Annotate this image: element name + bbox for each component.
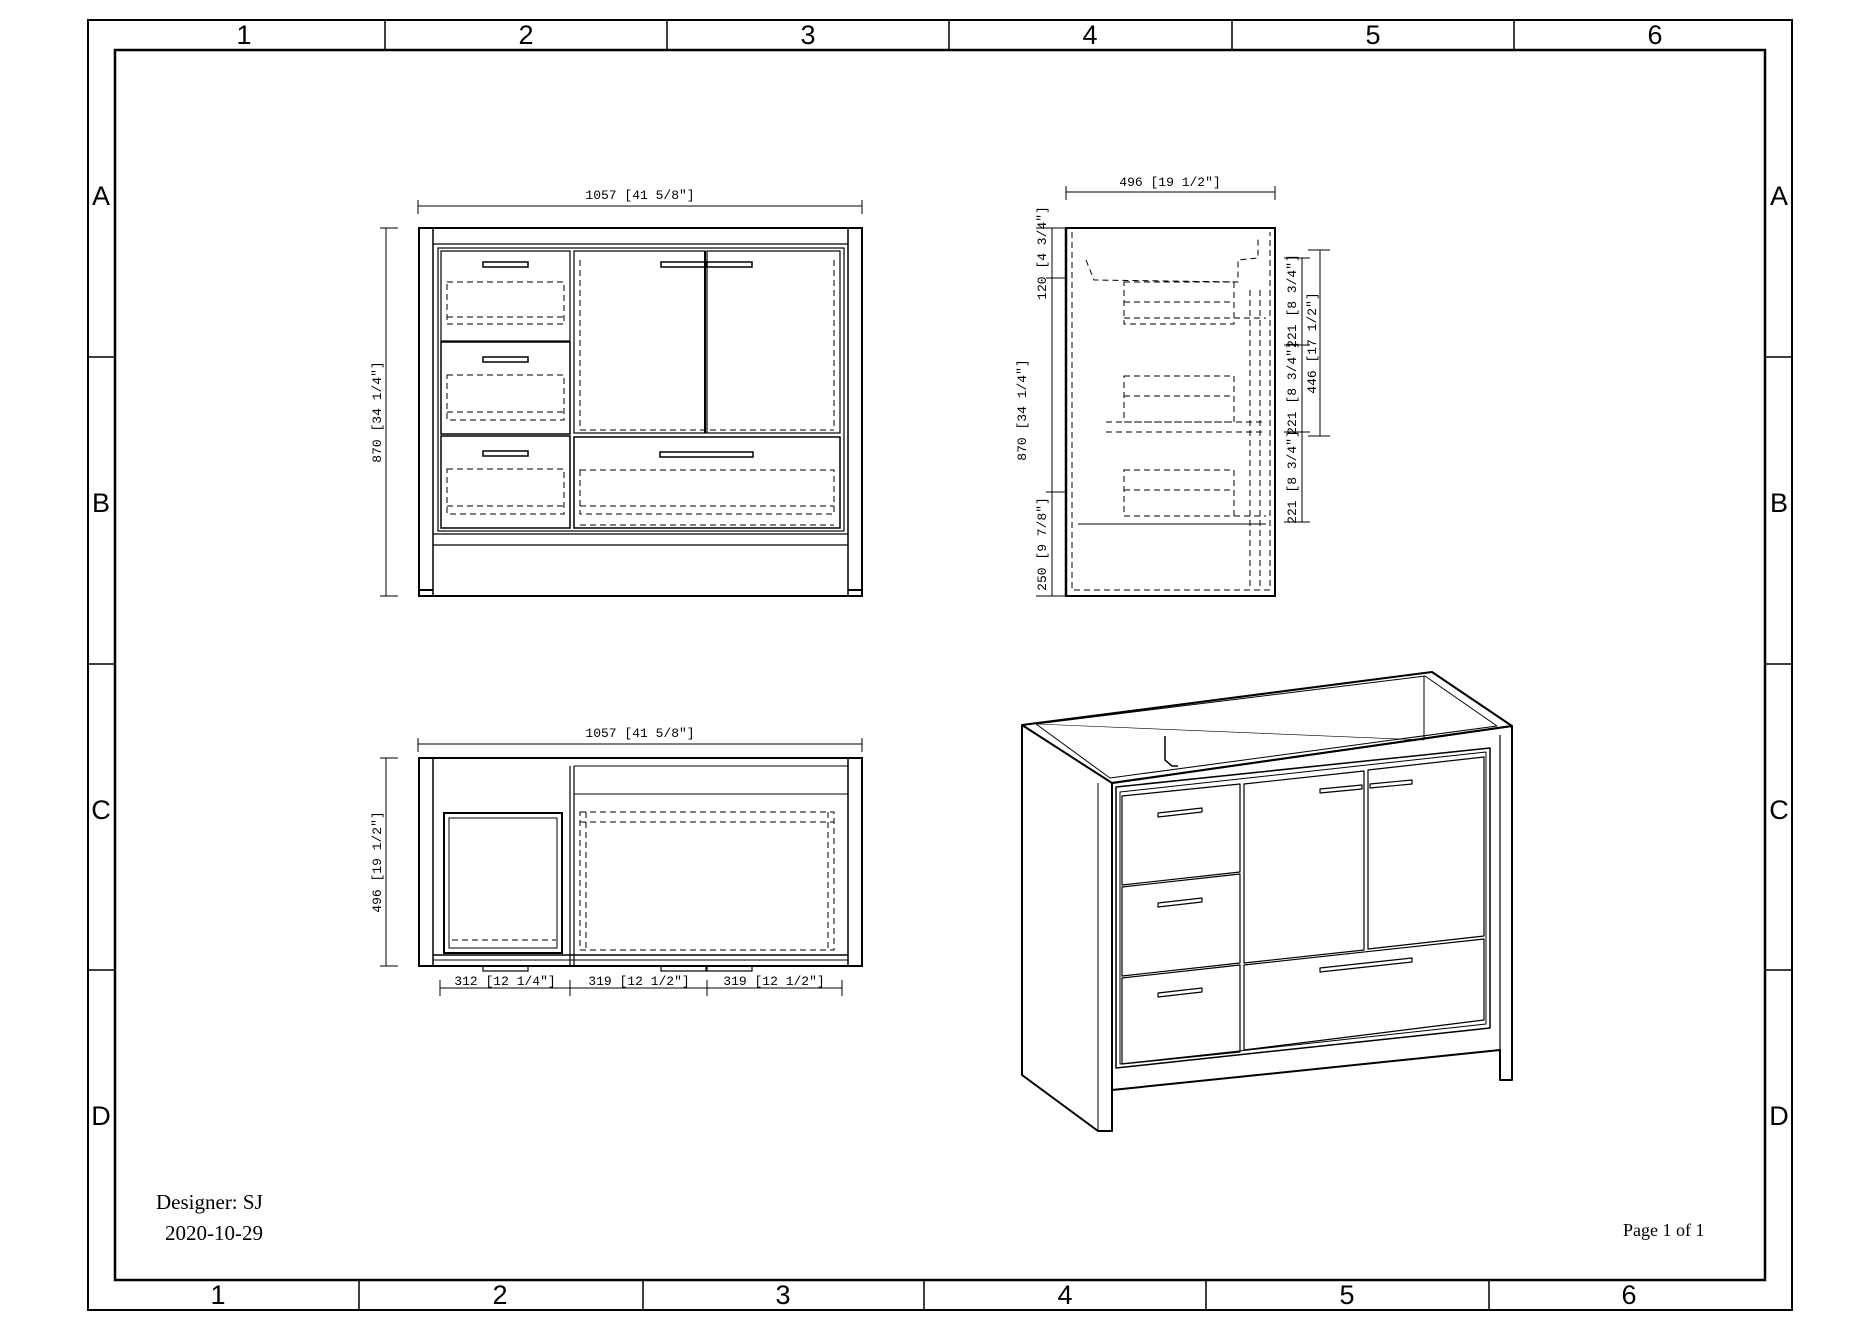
page-number: Page 1 of 1 <box>1623 1220 1704 1240</box>
top-view <box>380 738 863 996</box>
side-view <box>1036 186 1330 597</box>
zone-labels-right: A B C D <box>1769 181 1789 1131</box>
zone-row-c: C <box>91 795 111 825</box>
zone-labels-left: A B C D <box>91 181 111 1131</box>
zone-labels-top: 1 2 3 4 5 6 <box>236 20 1662 50</box>
side-span-dim: 446 [17 1/2"] <box>1305 292 1320 393</box>
zone-col-4: 4 <box>1082 20 1097 50</box>
front-height-dim: 870 [34 1/4"] <box>370 361 385 462</box>
front-view <box>380 200 863 597</box>
zone-col-2: 2 <box>518 20 533 50</box>
zone-col-1-bottom: 1 <box>210 1280 225 1310</box>
zone-col-4-bottom: 4 <box>1057 1280 1072 1310</box>
zone-row-c-right: C <box>1769 795 1789 825</box>
side-drawer1-dim: 221 [8 3/4"] <box>1285 254 1300 348</box>
zone-row-b-right: B <box>1770 488 1788 518</box>
sheet-frame <box>87 19 1793 1311</box>
side-base-dim: 250 [9 7/8"] <box>1035 497 1050 591</box>
top-seg3-dim: 319 [12 1/2"] <box>723 974 824 989</box>
top-seg2-dim: 319 [12 1/2"] <box>588 974 689 989</box>
zone-col-3-bottom: 3 <box>775 1280 790 1310</box>
top-seg1-dim: 312 [12 1/4"] <box>454 974 555 989</box>
zone-row-b: B <box>92 488 110 518</box>
zone-row-d-right: D <box>1769 1101 1789 1131</box>
side-drawer3-dim: 221 [8 3/4"] <box>1285 430 1300 524</box>
designer-label: Designer: SJ <box>156 1190 263 1214</box>
top-width-dim: 1057 [41 5/8"] <box>585 726 694 741</box>
zone-row-d: D <box>91 1101 111 1131</box>
zone-col-5: 5 <box>1365 20 1380 50</box>
zone-col-5-bottom: 5 <box>1339 1280 1354 1310</box>
zone-row-a: A <box>92 181 110 211</box>
side-drawer2-dim: 221 [8 3/4"] <box>1285 341 1300 435</box>
isometric-view <box>1021 671 1513 1132</box>
side-depth-dim: 496 [19 1/2"] <box>1119 175 1220 190</box>
drawing-date: 2020-10-29 <box>165 1221 263 1245</box>
side-top-dim: 120 [4 3/4"] <box>1035 206 1050 300</box>
side-height-dim: 870 [34 1/4"] <box>1015 359 1030 460</box>
zone-col-1: 1 <box>236 20 251 50</box>
front-width-dim: 1057 [41 5/8"] <box>585 188 694 203</box>
top-depth-dim: 496 [19 1/2"] <box>370 811 385 912</box>
zone-labels-bottom: 1 2 3 4 5 6 <box>210 1280 1636 1310</box>
zone-col-3: 3 <box>800 20 815 50</box>
zone-col-6: 6 <box>1647 20 1662 50</box>
zone-col-6-bottom: 6 <box>1621 1280 1636 1310</box>
zone-row-a-right: A <box>1770 181 1788 211</box>
zone-col-2-bottom: 2 <box>492 1280 507 1310</box>
